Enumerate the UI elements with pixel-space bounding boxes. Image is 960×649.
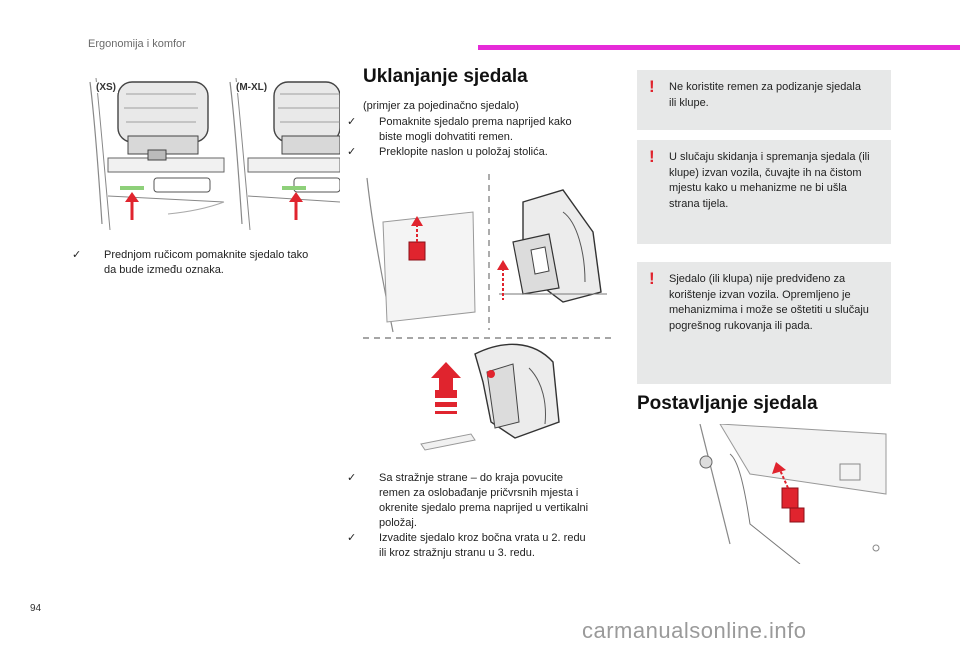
illustration-install-seat <box>690 423 890 565</box>
warning-icon: ! <box>649 147 655 166</box>
warning-box-3: ! Sjedalo (ili klupa) nije predviđeno za… <box>637 262 891 384</box>
warning-icon: ! <box>649 269 655 288</box>
header-accent-bar <box>478 45 960 50</box>
bullet-icon: ✓︎ <box>72 249 82 261</box>
illustration-xs: (XS) <box>88 74 226 234</box>
warning-icon: ! <box>649 77 655 96</box>
left-step: ✓︎Prednjom ručicom pomaknite sjedalo tak… <box>72 249 309 276</box>
removal-steps-top: ✓︎Pomaknite sjedalo prema naprijed kako … <box>347 116 572 158</box>
bullet-icon: ✓︎ <box>347 116 357 128</box>
illustration-mxl: (M-XL) <box>228 74 341 234</box>
page-number: 94 <box>30 603 42 614</box>
size-label-xs: (XS) <box>94 82 118 93</box>
illustration-fold-seat <box>363 172 615 462</box>
warning-box-2: ! U slučaju skidanja i spremanja sjedala… <box>637 140 891 244</box>
bullet-icon: ✓︎ <box>347 532 357 544</box>
warning-box-1: ! Ne koristite remen za podizanje sjedal… <box>637 70 891 130</box>
size-label-mxl: (M-XL) <box>234 82 270 93</box>
removal-steps-bottom: ✓︎Sa stražnje strane – do kraja povucite… <box>347 472 589 559</box>
removal-intro: (primjer za pojedinačno sjedalo) <box>363 100 519 112</box>
section-title: Ergonomija i komfor <box>88 38 186 50</box>
installation-title: Postavljanje sjedala <box>637 393 818 414</box>
removal-title: Uklanjanje sjedala <box>363 66 528 87</box>
watermark: carmanualsonline.info <box>582 618 807 643</box>
bullet-icon: ✓︎ <box>347 472 357 484</box>
bullet-icon: ✓︎ <box>347 146 357 158</box>
